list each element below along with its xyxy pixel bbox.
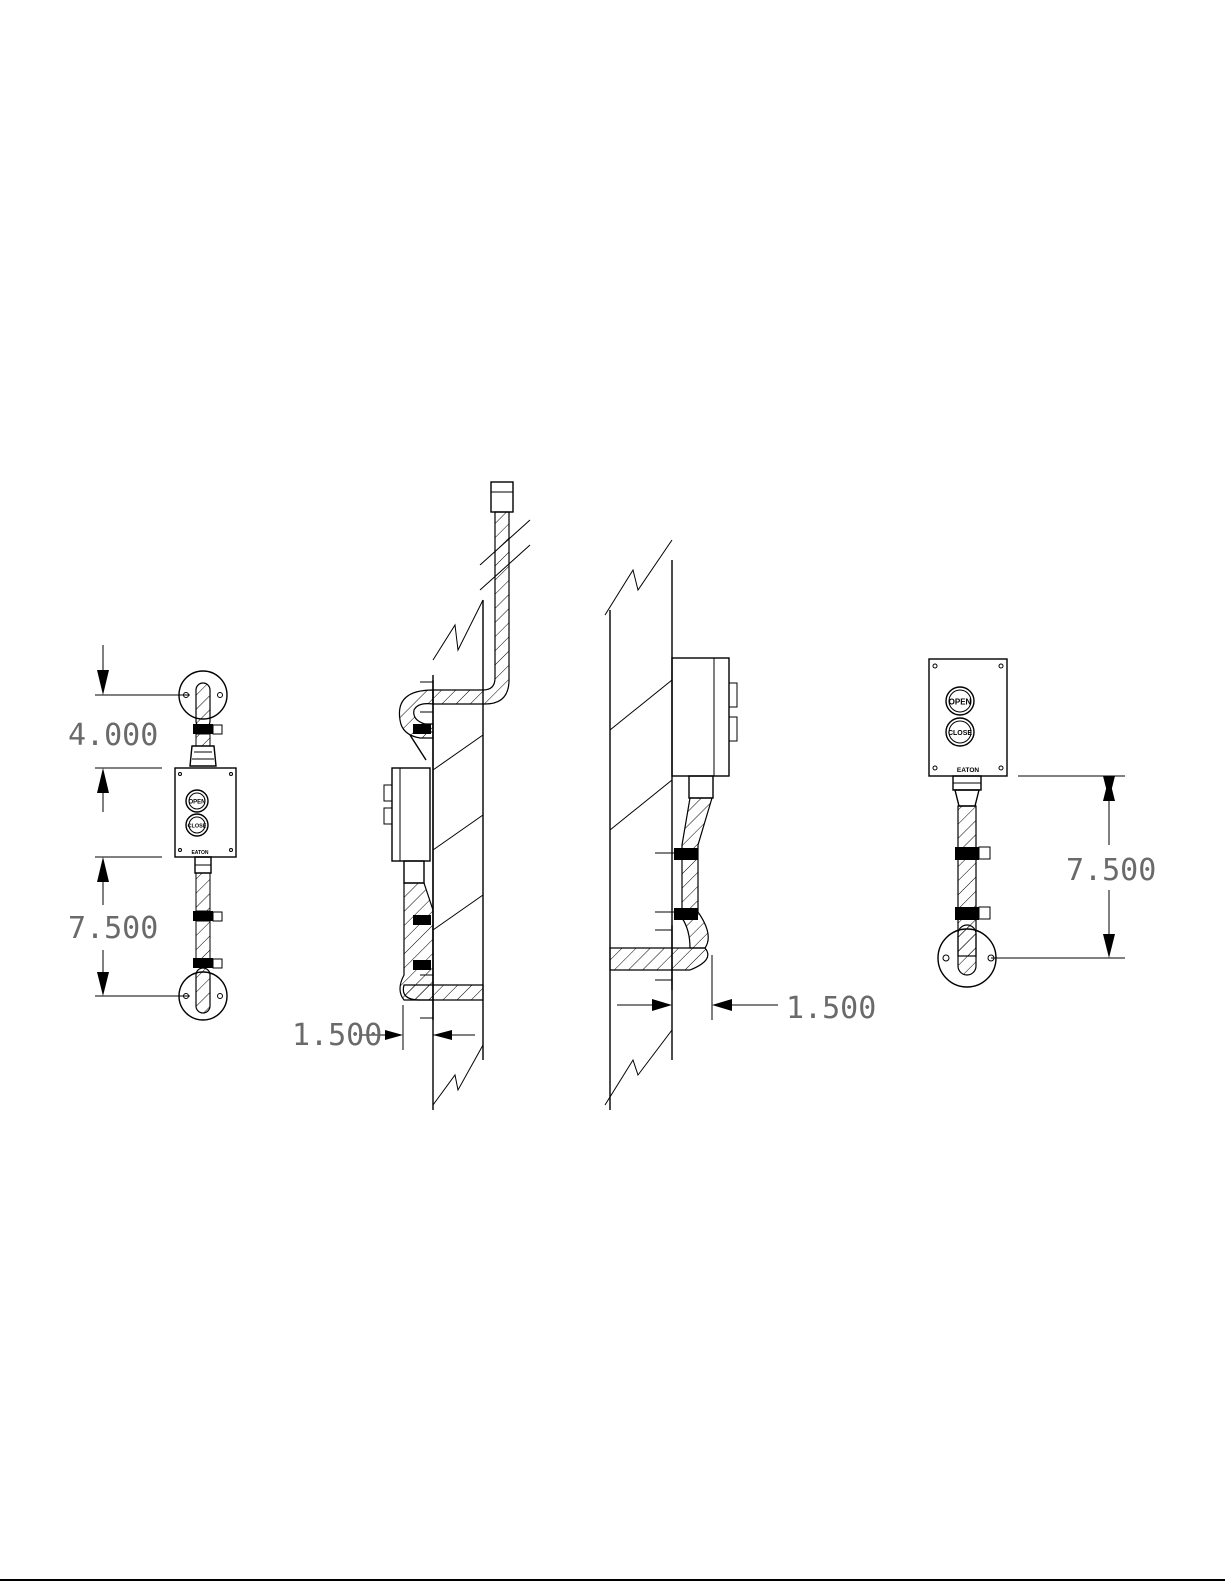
dimension-1500-left: 1.500 [292, 1005, 475, 1053]
side-view-surface: 1.500 [605, 540, 876, 1110]
side-view-recessed: 1.500 [292, 482, 530, 1110]
dimension-7500-left: 7.500 [68, 857, 190, 996]
close-button-label: CLOSE [188, 824, 207, 830]
dimension-7500-right: 7.500 [991, 776, 1156, 958]
brand-label: EATON [191, 850, 208, 856]
dimension-label: 7.500 [1066, 853, 1156, 888]
open-button-label: OPEN [949, 698, 972, 707]
front-view-left: 4.000 7.500 [68, 645, 236, 1020]
top-flange [179, 671, 227, 728]
front-view-right: OPEN CLOSE EATON 7.500 [929, 659, 1156, 987]
open-button-label: OPEN [188, 800, 205, 806]
dimension-label: 4.000 [68, 718, 158, 753]
dimension-4000: 4.000 [68, 645, 190, 812]
brand-label: EATON [957, 767, 979, 774]
dimension-label: 1.500 [292, 1018, 382, 1053]
dimension-label: 1.500 [786, 991, 876, 1026]
close-button-label: CLOSE [948, 730, 972, 737]
bottom-flange [179, 968, 227, 1020]
dimension-label: 7.500 [68, 911, 158, 946]
control-station-front: OPEN CLOSE EATON [175, 768, 236, 857]
